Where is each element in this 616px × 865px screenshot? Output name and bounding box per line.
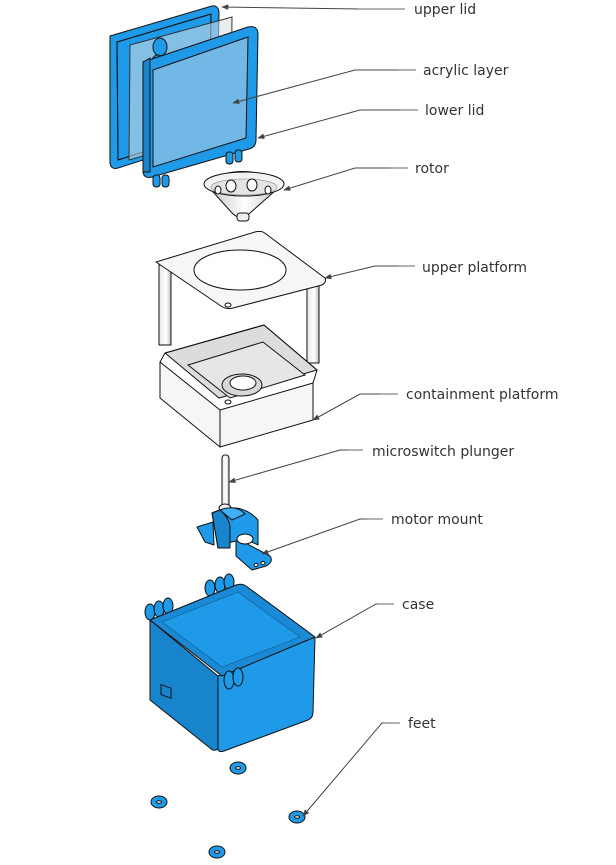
feet xyxy=(150,761,306,859)
label-acrylic-layer: acrylic layer xyxy=(423,63,509,79)
leader-microswitch-plunger xyxy=(228,449,363,483)
label-containment-platform: containment platform xyxy=(406,387,559,403)
label-microswitch-plunger: microswitch plunger xyxy=(372,444,514,460)
foot xyxy=(229,761,247,775)
leader-motor-mount xyxy=(261,518,383,555)
labels: upper lid acrylic layer lower lid rotor … xyxy=(372,2,559,732)
leader-containment-platform xyxy=(312,393,398,421)
containment-platform xyxy=(159,324,318,448)
leader-rotor xyxy=(283,167,408,191)
leader-case xyxy=(315,603,394,639)
leader-upper-platform xyxy=(324,265,415,280)
leader-acrylic-layer xyxy=(232,69,416,105)
leader-upper-lid xyxy=(221,4,405,10)
label-upper-platform: upper platform xyxy=(422,260,527,276)
label-motor-mount: motor mount xyxy=(391,512,483,528)
leader-lower-lid xyxy=(257,109,418,140)
case xyxy=(144,573,316,753)
microswitch-plunger xyxy=(218,454,232,513)
label-rotor: rotor xyxy=(415,161,449,177)
label-feet: feet xyxy=(408,716,436,732)
label-case: case xyxy=(402,597,434,613)
foot xyxy=(150,795,168,809)
motor-mount xyxy=(196,507,272,571)
leader-lines xyxy=(221,4,418,817)
rotor xyxy=(203,171,285,222)
upper-platform xyxy=(155,230,327,364)
label-upper-lid: upper lid xyxy=(414,2,476,18)
foot xyxy=(288,810,306,824)
leader-feet xyxy=(302,722,400,817)
lower-lid xyxy=(142,26,259,188)
label-lower-lid: lower lid xyxy=(425,103,484,119)
foot xyxy=(208,845,226,859)
